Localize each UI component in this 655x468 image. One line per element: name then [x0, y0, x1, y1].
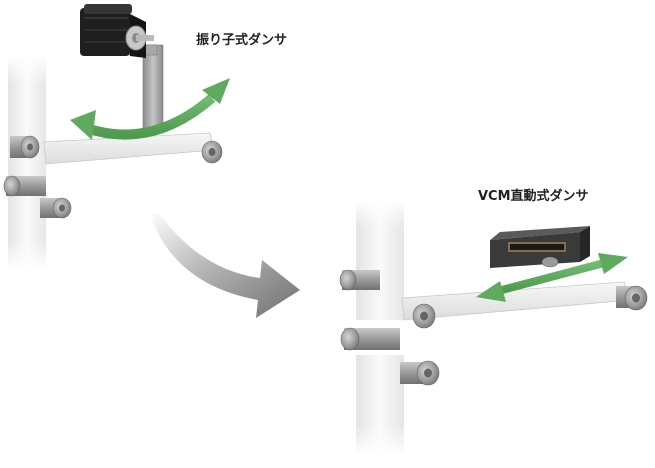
vcm-lower-rollers — [340, 327, 440, 386]
pendulum-roller-right — [201, 140, 223, 164]
pendulum-roller-left — [10, 135, 40, 159]
pendulum-dancer-label: 振り子式ダンサ — [196, 32, 287, 48]
vcm-linear-dancer-label: VCM直動式ダンサ — [478, 188, 589, 204]
pendulum-arm — [142, 44, 164, 134]
left-web-film — [8, 55, 46, 270]
curved-double-arrow-icon — [70, 78, 230, 140]
straight-double-arrow-icon — [476, 253, 628, 302]
curved-right-arrow-icon — [150, 212, 300, 318]
vcm-actuator — [490, 226, 590, 268]
vcm-roller-left — [339, 269, 436, 329]
pendulum-dancer-illustration: 振り子式ダンサ — [3, 4, 287, 270]
servo-motor — [80, 4, 154, 58]
vcm-linear-dancer-illustration: VCM直動式ダンサ — [339, 188, 648, 455]
pendulum-lower-rollers — [3, 175, 72, 219]
vcm-roller-right — [616, 285, 648, 311]
